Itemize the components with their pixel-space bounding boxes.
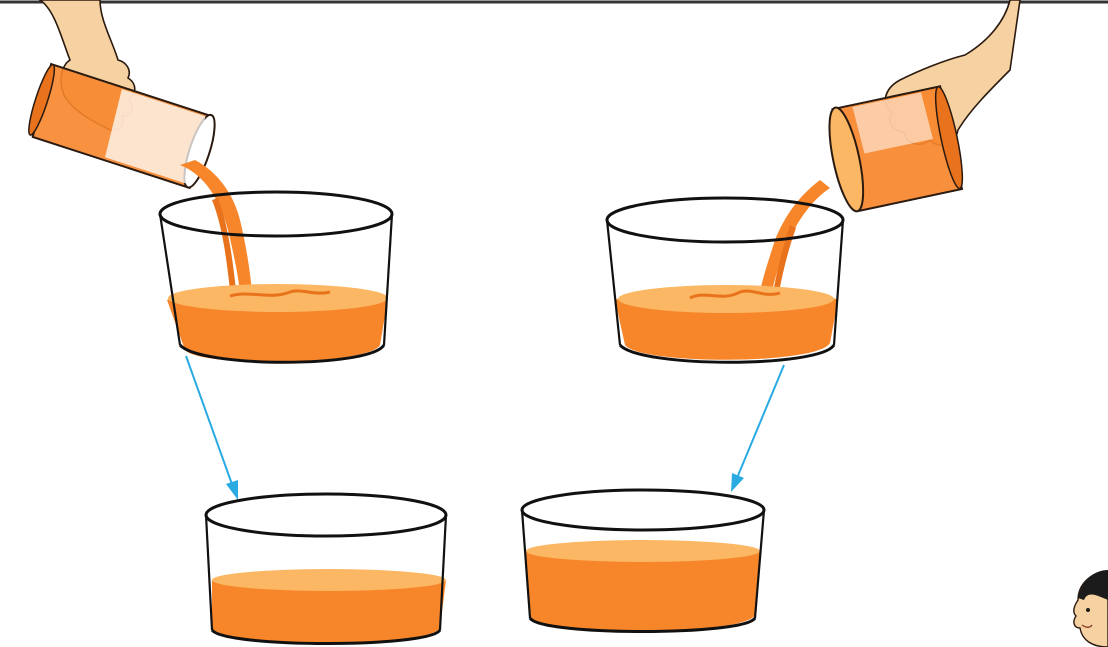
right-result-bowl-icon [522,490,764,632]
right-top-bowl-icon [607,198,843,362]
left-top-bowl-icon [160,192,392,362]
left-result-bowl-icon [206,494,446,644]
right-arrow-icon [731,365,784,492]
left-pour-scene [24,0,392,362]
child-face-icon [1074,570,1108,647]
right-glass-icon [823,84,968,214]
left-arrow-icon [186,356,238,500]
right-pour-scene [607,0,1020,362]
